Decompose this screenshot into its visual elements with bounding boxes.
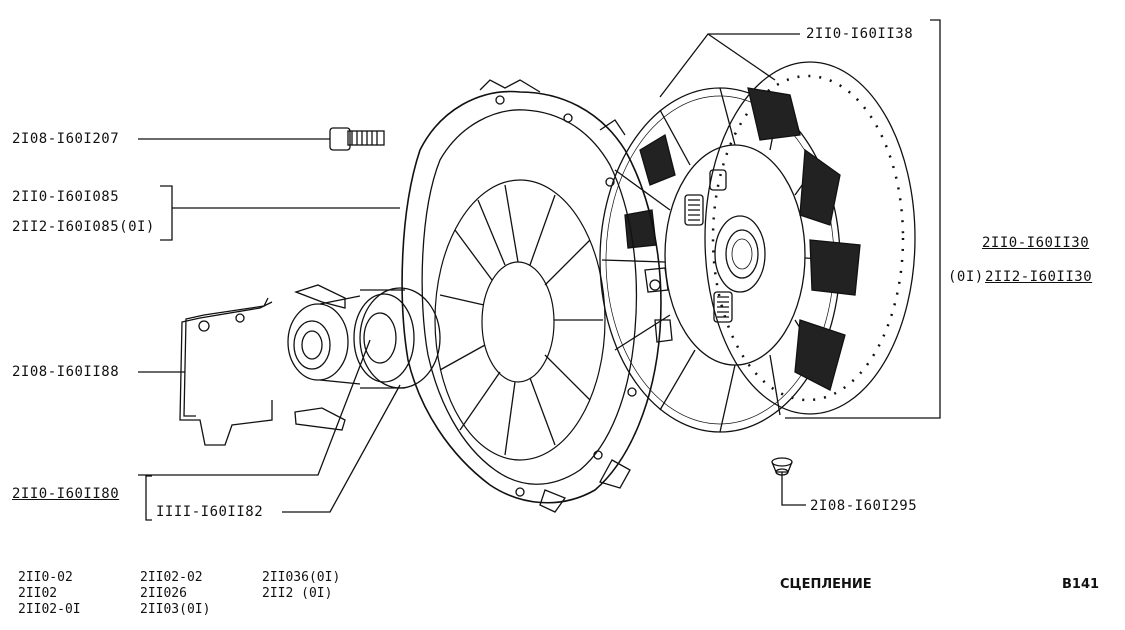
diagram-title: СЦЕПЛЕНИЕ	[780, 577, 872, 592]
pressure-plate	[401, 79, 673, 513]
label-clutch-disc-b-prefix: (0I)	[948, 269, 984, 285]
bolt-drawing	[329, 127, 385, 151]
model-code: 2II02-02	[140, 570, 203, 585]
model-code: 2II03(0I)	[140, 602, 211, 617]
clutch-disc	[599, 61, 916, 433]
label-sleeve: IIII-I60II82	[156, 504, 264, 520]
release-bearing-drawing	[287, 284, 441, 431]
label-pressure-plate-a: 2II0-I60I085	[12, 189, 120, 205]
model-code: 2II036(0I)	[262, 570, 341, 585]
model-code: 2II026	[140, 586, 187, 601]
model-code: 2II02	[18, 586, 58, 601]
page-code: B141	[1062, 577, 1100, 592]
label-release-bearing: 2II0-I60II80	[12, 486, 120, 502]
model-code: 2II2 (0I)	[262, 586, 333, 601]
label-spring-clip: 2I08-I60II88	[12, 364, 120, 380]
label-clutch-disc-a: 2II0-I60II30	[982, 235, 1090, 251]
pin-drawing	[771, 457, 793, 476]
spring-clip-drawing	[179, 297, 273, 446]
label-clutch-disc-b: 2II2-I60II30	[985, 269, 1093, 285]
leader-lines	[138, 19, 941, 521]
label-pin: 2I08-I60I295	[810, 498, 918, 514]
model-code: 2II0-02	[18, 570, 73, 585]
label-bolt: 2I08-I60I207	[12, 131, 120, 147]
model-code: 2II02-0I	[18, 602, 81, 617]
label-clutch-disc-top: 2II0-I60II38	[806, 26, 914, 42]
label-pressure-plate-b: 2II2-I60I085(0I)	[12, 219, 155, 235]
